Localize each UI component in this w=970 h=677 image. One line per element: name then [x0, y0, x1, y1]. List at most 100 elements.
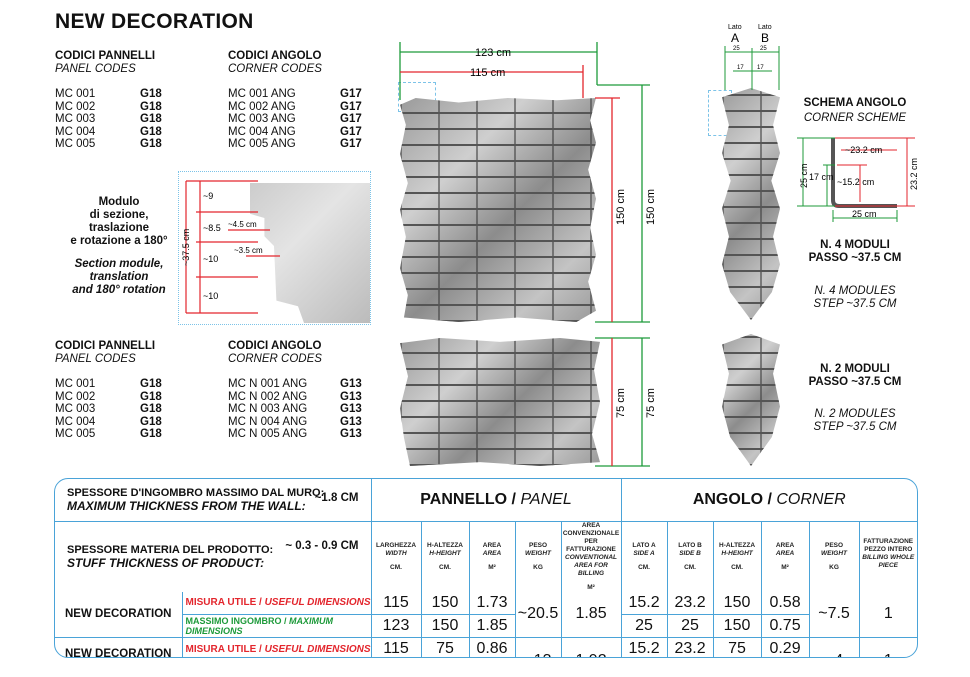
- text-line: N. 4 MODULI: [820, 239, 890, 251]
- column-header-en: BILLING WHOLE PIECE: [862, 553, 915, 569]
- panel-grade: G18: [140, 100, 162, 113]
- corner-image-4-modules: [722, 88, 780, 320]
- column-header-en: WIDTH: [385, 549, 407, 557]
- useful-dimensions-label: MISURA UTILE / USEFUL DIMENSIONS: [181, 637, 372, 657]
- panel-grade: G18: [140, 403, 162, 415]
- panel-header-en: PANEL: [516, 490, 572, 508]
- page-title: NEW DECORATION: [55, 10, 254, 33]
- module-description-en: Section module, translation and 180° rot…: [60, 258, 178, 297]
- text-line: STEP ~37.5 CM: [813, 421, 897, 433]
- corner-grade: G13: [340, 403, 362, 415]
- column-header-it: H-ALTEZZA: [719, 541, 756, 549]
- corner-code: MC 005 ANG: [228, 138, 296, 150]
- dim: 25: [733, 46, 740, 52]
- column-unit: CM.: [731, 563, 743, 571]
- scheme-useful-height: 23.2 cm: [909, 158, 919, 190]
- corner-scheme-diagram: ~23.2 cm 23.2 cm ~15.2 cm 25 cm 17 cm 25…: [797, 137, 919, 222]
- panel-code: MC 004: [55, 415, 96, 428]
- stuff-thickness-cell: SPESSORE MATERIA DEL PRODOTTO: STUFF THI…: [55, 520, 372, 592]
- panel-light-max-height: 75 cm: [645, 388, 655, 418]
- panel-codes-heading: CODICI PANNELLI: [55, 50, 156, 62]
- panel-code: MC 004: [55, 125, 96, 138]
- panel-grade: G18: [140, 378, 162, 390]
- panel-weight: ~13: [514, 637, 562, 657]
- value-cell: 1.73: [468, 591, 516, 615]
- corner-grade: G13: [340, 415, 362, 428]
- dim: 17: [757, 65, 764, 71]
- text-line: N. 2 MODULI: [820, 363, 890, 375]
- panel-codes-subheading: PANEL CODES: [55, 62, 136, 75]
- label-it: MASSIMO INGOMBRO /: [185, 616, 287, 626]
- corner-code: MC N 003 ANG: [228, 403, 308, 415]
- column-header-it: AREA CONVENZIONALE PER FATTURAZIONE: [562, 521, 620, 553]
- module-diagram-frame: [178, 171, 371, 325]
- corner-code: MC N 002 ANG: [228, 390, 308, 403]
- column-unit: M²: [781, 563, 789, 571]
- corner-grade: G17: [340, 113, 362, 125]
- stuff-thickness-en: STUFF THICKNESS OF PRODUCT:: [67, 555, 265, 570]
- panel-code: MC 002: [55, 100, 96, 113]
- text-line: PASSO ~37.5 CM: [808, 376, 902, 388]
- scheme-max-width: 25 cm: [852, 209, 877, 219]
- side-a: A: [731, 31, 739, 45]
- max-thickness-it: SPESSORE D'INGOMBRO MASSIMO DAL MURO:: [67, 486, 325, 499]
- text-line: STEP ~37.5 CM: [813, 298, 897, 310]
- column-header-en: AREA: [775, 549, 795, 557]
- side-b: B: [761, 31, 769, 45]
- dim: 17: [737, 65, 744, 71]
- module-dim: ~9: [203, 191, 213, 201]
- corner-code: MC 001 ANG: [228, 88, 296, 100]
- corner-weight: ~7.5: [808, 591, 860, 638]
- column-unit: M²: [587, 583, 595, 591]
- product-name: NEW DECORATION LIGHT: [55, 637, 183, 657]
- scheme-useful-width: ~23.2 cm: [845, 145, 882, 155]
- column-header-it: PESO: [825, 541, 844, 549]
- side-b-label: Lato: [758, 24, 772, 31]
- text-line: PASSO ~37.5 CM: [808, 252, 902, 264]
- value-cell: 0.75: [760, 614, 810, 638]
- corner-header-en: CORNER: [771, 490, 846, 508]
- panel-codes-heading: CODICI PANNELLI: [55, 340, 156, 352]
- corner-codes-heading: CODICI ANGOLO: [228, 340, 322, 352]
- column-header-en: WEIGHT: [525, 549, 552, 557]
- column-header-it: LATO B: [678, 541, 702, 549]
- corner-header: ANGOLO / CORNER: [620, 479, 917, 522]
- column-header-it: LATO A: [632, 541, 656, 549]
- billing-area: 1.85: [560, 591, 622, 638]
- module-dim: ~10: [203, 254, 218, 264]
- column-header-en: H-HEIGHT: [721, 549, 753, 557]
- text-line: Modulo: [98, 196, 140, 208]
- stuff-thickness-value: ~ 0.3 - 0.9 CM: [285, 539, 359, 552]
- column-header-en: CONVENTIONAL AREA FOR BILLING: [565, 553, 618, 577]
- value-cell: 115: [370, 637, 422, 657]
- specifications-table: SPESSORE D'INGOMBRO MASSIMO DAL MURO: MA…: [54, 478, 918, 658]
- panel-code: MC 003: [55, 113, 96, 125]
- column-header-en: H-HEIGHT: [429, 549, 461, 557]
- column-unit: CM.: [684, 563, 696, 571]
- text-line: e rotazione a 180°: [70, 235, 168, 247]
- corner-grade: G13: [340, 428, 362, 440]
- module-description-it: Modulo di sezione, traslazione e rotazio…: [60, 196, 178, 248]
- product-name: NEW DECORATION: [55, 591, 183, 638]
- value-cell: 0.58: [760, 591, 810, 615]
- billing-piece: 1: [858, 591, 917, 638]
- column-header-it: LARGHEZZA: [375, 541, 417, 549]
- panel-header-it: PANNELLO /: [420, 490, 516, 508]
- value-cell: 1.85: [468, 614, 516, 638]
- panel-grade: G18: [140, 125, 162, 138]
- text-line: Section module,: [74, 258, 164, 270]
